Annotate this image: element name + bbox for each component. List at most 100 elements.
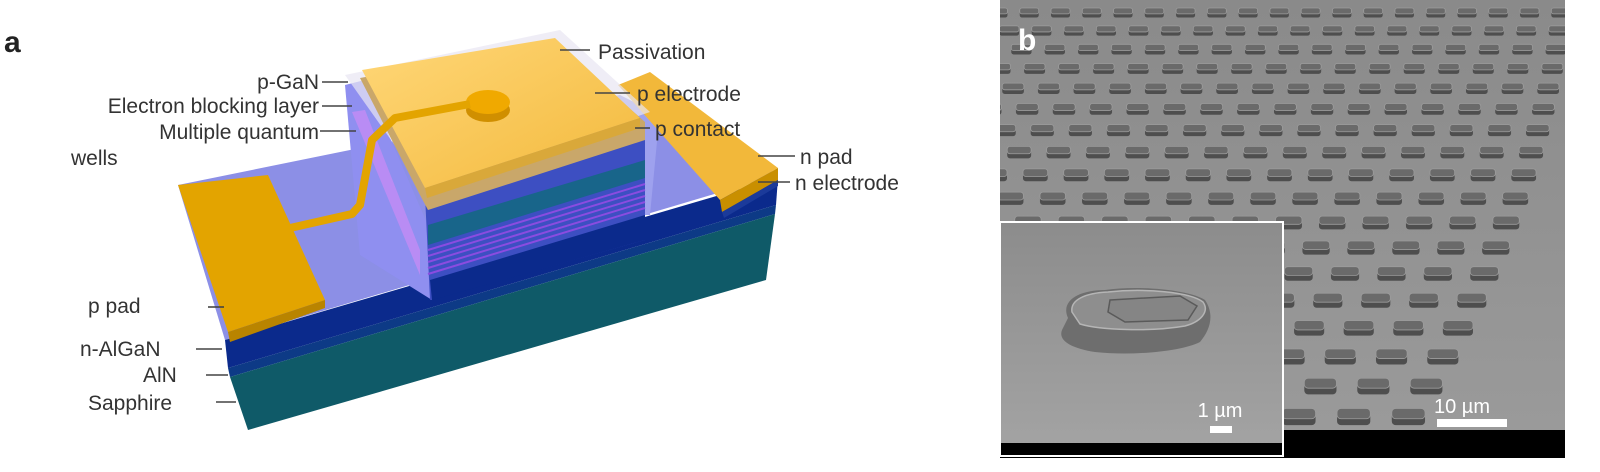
micro-led-mesa bbox=[1128, 25, 1149, 36]
micro-led-mesa bbox=[1487, 124, 1512, 137]
micro-led-mesa bbox=[1376, 191, 1403, 205]
micro-led-mesa bbox=[1336, 408, 1371, 426]
inset-p-contact bbox=[1107, 295, 1199, 323]
micro-led-mesa bbox=[1483, 25, 1505, 36]
micro-led-mesa bbox=[1348, 168, 1374, 182]
micro-led-mesa bbox=[954, 409, 987, 426]
micro-led-mesa bbox=[1525, 124, 1550, 137]
main-scale-bar bbox=[1437, 419, 1507, 427]
micro-led-mesa bbox=[1164, 145, 1190, 159]
micro-led-mesa bbox=[1293, 320, 1325, 336]
micro-led-mesa bbox=[1501, 82, 1524, 94]
micro-led-mesa bbox=[968, 146, 992, 158]
micro-led-mesa bbox=[1089, 103, 1113, 115]
micro-led-mesa bbox=[1510, 168, 1537, 182]
micro-led-mesa bbox=[1126, 103, 1150, 115]
label-n-electrode: n electrode bbox=[795, 172, 899, 195]
micro-led-mesa bbox=[1044, 43, 1066, 55]
micro-led-mesa bbox=[1373, 124, 1398, 137]
micro-led-mesa bbox=[967, 26, 987, 36]
micro-led-mesa bbox=[1199, 103, 1224, 115]
micro-led-mesa bbox=[1144, 124, 1169, 137]
micro-led-mesa bbox=[1236, 103, 1260, 115]
micro-led-mesa bbox=[1108, 82, 1132, 94]
micro-led-mesa bbox=[1344, 43, 1366, 55]
micro-led-mesa bbox=[1185, 168, 1211, 182]
micro-led-mesa bbox=[1322, 25, 1343, 36]
micro-led-mesa bbox=[1368, 63, 1391, 74]
micro-led-mesa bbox=[1400, 145, 1426, 159]
micro-led-mesa bbox=[1429, 82, 1453, 94]
micro-led-mesa bbox=[1163, 103, 1187, 115]
micro-led-mesa bbox=[1000, 191, 1024, 205]
micro-led-mesa bbox=[1081, 191, 1108, 205]
micro-led-mesa bbox=[867, 267, 895, 281]
label-n-algan: n-AlGaN bbox=[80, 338, 161, 361]
micro-led-mesa bbox=[1378, 43, 1400, 55]
micro-led-mesa bbox=[1421, 103, 1445, 115]
sem-image: b 10 µm 1 µm bbox=[806, 0, 1565, 458]
micro-led-mesa bbox=[1207, 191, 1235, 205]
micro-led-mesa bbox=[1541, 63, 1564, 74]
micro-led-mesa bbox=[1322, 82, 1346, 94]
micro-led-mesa bbox=[1343, 320, 1375, 336]
micro-led-mesa bbox=[1030, 124, 1055, 137]
micro-led-mesa bbox=[1437, 63, 1460, 74]
micro-led-mesa bbox=[1177, 43, 1199, 55]
micro-led-mesa bbox=[901, 169, 926, 181]
micro-led-mesa bbox=[1550, 7, 1565, 18]
micro-led-mesa bbox=[1439, 145, 1465, 159]
micro-led-mesa bbox=[1356, 377, 1390, 395]
micro-led-mesa bbox=[1300, 7, 1321, 18]
inset-scale-label: 1 µm bbox=[1198, 400, 1243, 422]
micro-led-mesa bbox=[1281, 408, 1316, 426]
micro-led-mesa bbox=[1124, 145, 1150, 159]
micro-led-mesa bbox=[1299, 63, 1322, 74]
micro-led-mesa bbox=[1346, 240, 1376, 255]
micro-led-mesa bbox=[956, 192, 982, 205]
micro-led-mesa bbox=[897, 321, 927, 336]
micro-led-mesa bbox=[960, 267, 988, 281]
micro-led-mesa bbox=[1363, 7, 1384, 18]
micro-led-mesa bbox=[1161, 63, 1184, 74]
micro-led-mesa bbox=[1000, 63, 1011, 74]
micro-led-mesa bbox=[1403, 63, 1426, 74]
layer-labels: Passivation p-GaN Electron blocking laye… bbox=[70, 41, 899, 415]
micro-led-mesa bbox=[1488, 7, 1509, 18]
inset-scale-bar bbox=[1210, 426, 1232, 433]
panel-a-letter: a bbox=[4, 26, 21, 59]
micro-led-mesa bbox=[1362, 215, 1390, 230]
micro-led-mesa bbox=[1386, 25, 1408, 36]
aln-layer bbox=[228, 205, 776, 377]
micro-led-mesa bbox=[1516, 25, 1537, 36]
micro-led-mesa bbox=[1278, 43, 1300, 55]
micro-led-mesa bbox=[1418, 191, 1445, 205]
micro-led-mesa bbox=[1031, 25, 1052, 36]
micro-led-mesa bbox=[967, 83, 989, 94]
micro-led-mesa bbox=[1303, 377, 1337, 395]
micro-led-mesa bbox=[919, 440, 953, 457]
p-electrode-dot bbox=[466, 90, 510, 114]
micro-led-mesa bbox=[1160, 25, 1182, 36]
main-scale-label: 10 µm bbox=[1434, 396, 1490, 418]
micro-led-mesa bbox=[1073, 82, 1096, 94]
micro-led-mesa bbox=[1206, 7, 1227, 18]
micro-led-mesa bbox=[1063, 25, 1085, 36]
micro-led-mesa bbox=[1085, 145, 1111, 159]
micro-led-mesa bbox=[1238, 7, 1259, 18]
micro-led-mesa bbox=[942, 104, 964, 115]
micro-led-mesa bbox=[1058, 63, 1080, 74]
micro-led-mesa bbox=[1479, 145, 1505, 159]
micro-led-mesa bbox=[1536, 82, 1560, 94]
multiple-quantum-wells bbox=[427, 183, 646, 275]
label-n-pad: n pad bbox=[800, 146, 853, 169]
micro-led-mesa bbox=[928, 146, 952, 158]
micro-led-mesa bbox=[1472, 63, 1495, 74]
micro-led-mesa bbox=[806, 440, 840, 457]
micro-led-mesa bbox=[844, 409, 877, 426]
micro-led-mesa bbox=[1123, 191, 1151, 205]
inset-databar bbox=[1001, 443, 1282, 455]
micro-led-mesa bbox=[1310, 103, 1334, 115]
micro-led-mesa bbox=[929, 293, 958, 308]
micro-led-mesa bbox=[1405, 215, 1433, 230]
